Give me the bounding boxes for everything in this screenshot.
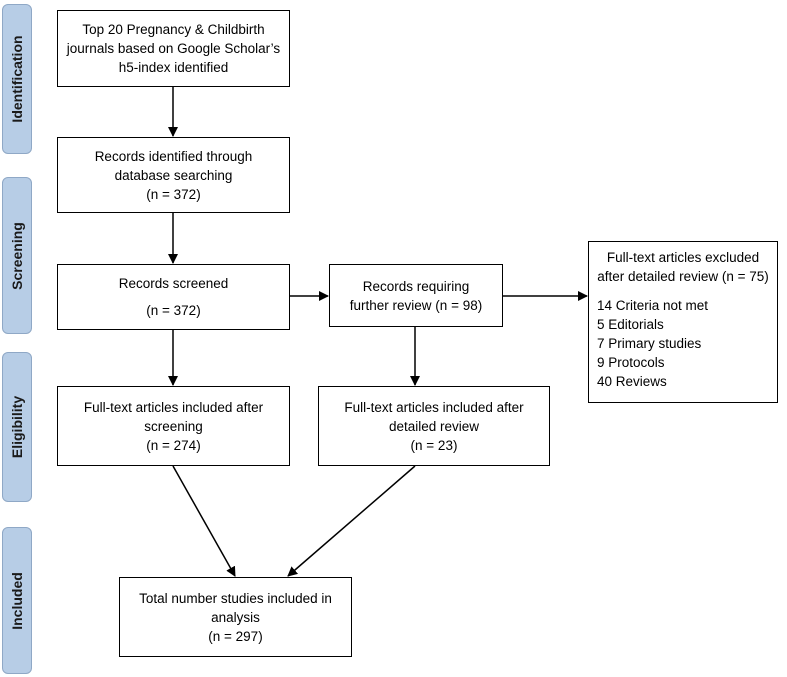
excluded-reason-item: 7 Primary studies bbox=[597, 336, 702, 351]
excluded-reasons-list: 14 Criteria not met 5 Editorials 7 Prima… bbox=[595, 296, 771, 391]
box-records-identified-line-1: Records identified through bbox=[94, 148, 253, 164]
box-records-identified: Records identified through database sear… bbox=[57, 137, 290, 213]
box-total-line-3: (n = 297) bbox=[208, 628, 263, 644]
box-further-review-line-1: Records requiring bbox=[362, 278, 470, 294]
box-included-after-review-line-2: detailed review bbox=[388, 418, 480, 434]
box-included-after-review-line-1: Full-text articles included after bbox=[344, 399, 524, 415]
stage-tab-eligibility: Eligibility bbox=[2, 352, 32, 502]
box-included-after-screening: Full-text articles included after screen… bbox=[57, 386, 290, 466]
excluded-reason-item: 40 Reviews bbox=[597, 374, 667, 389]
box-included-after-review: Full-text articles included after detail… bbox=[318, 386, 550, 466]
stage-tab-screening: Screening bbox=[2, 177, 32, 334]
stage-tab-identification: Identification bbox=[2, 4, 32, 154]
box-records-identified-line-3: (n = 372) bbox=[146, 186, 201, 202]
box-top-journals-line-3: h5-index identified bbox=[118, 60, 229, 75]
box-included-after-screening-line-2: screening bbox=[144, 418, 203, 434]
box-further-review-line-2: further review (n = 98) bbox=[349, 297, 483, 313]
box-total-line-2: analysis bbox=[211, 609, 260, 625]
arrow-included-review-to-total bbox=[287, 465, 416, 577]
box-records-identified-line-2: database searching bbox=[114, 167, 233, 183]
box-records-screened-line-1: Records screened bbox=[118, 276, 229, 291]
excluded-reason-item: 9 Protocols bbox=[597, 355, 665, 370]
box-records-screened-line-2: (n = 372) bbox=[146, 303, 201, 318]
box-total: Total number studies included in analysi… bbox=[119, 577, 352, 657]
excluded-reason-item: 5 Editorials bbox=[597, 317, 664, 332]
box-top-journals-line-2: journals based on Google Scholar’s bbox=[66, 41, 281, 56]
box-included-after-screening-line-1: Full-text articles included after bbox=[83, 399, 264, 415]
box-top-journals-line-1: Top 20 Pregnancy & Childbirth bbox=[82, 22, 265, 37]
stage-tab-included: Included bbox=[2, 527, 32, 674]
box-excluded: Full-text articles excluded after detail… bbox=[588, 241, 778, 403]
box-records-screened: Records screened (n = 372) bbox=[57, 264, 290, 330]
box-total-line-1: Total number studies included in bbox=[139, 590, 332, 606]
box-excluded-heading-1: Full-text articles excluded bbox=[606, 250, 760, 265]
box-further-review: Records requiring further review (n = 98… bbox=[329, 264, 503, 327]
excluded-reason-item: 14 Criteria not met bbox=[597, 298, 709, 313]
box-top-journals: Top 20 Pregnancy & Childbirth journals b… bbox=[57, 10, 290, 87]
arrow-included-screening-to-total bbox=[172, 465, 236, 577]
box-included-after-review-line-3: (n = 23) bbox=[410, 437, 458, 453]
box-excluded-heading-2: after detailed review (n = 75) bbox=[597, 269, 769, 284]
box-included-after-screening-line-3: (n = 274) bbox=[146, 437, 201, 453]
